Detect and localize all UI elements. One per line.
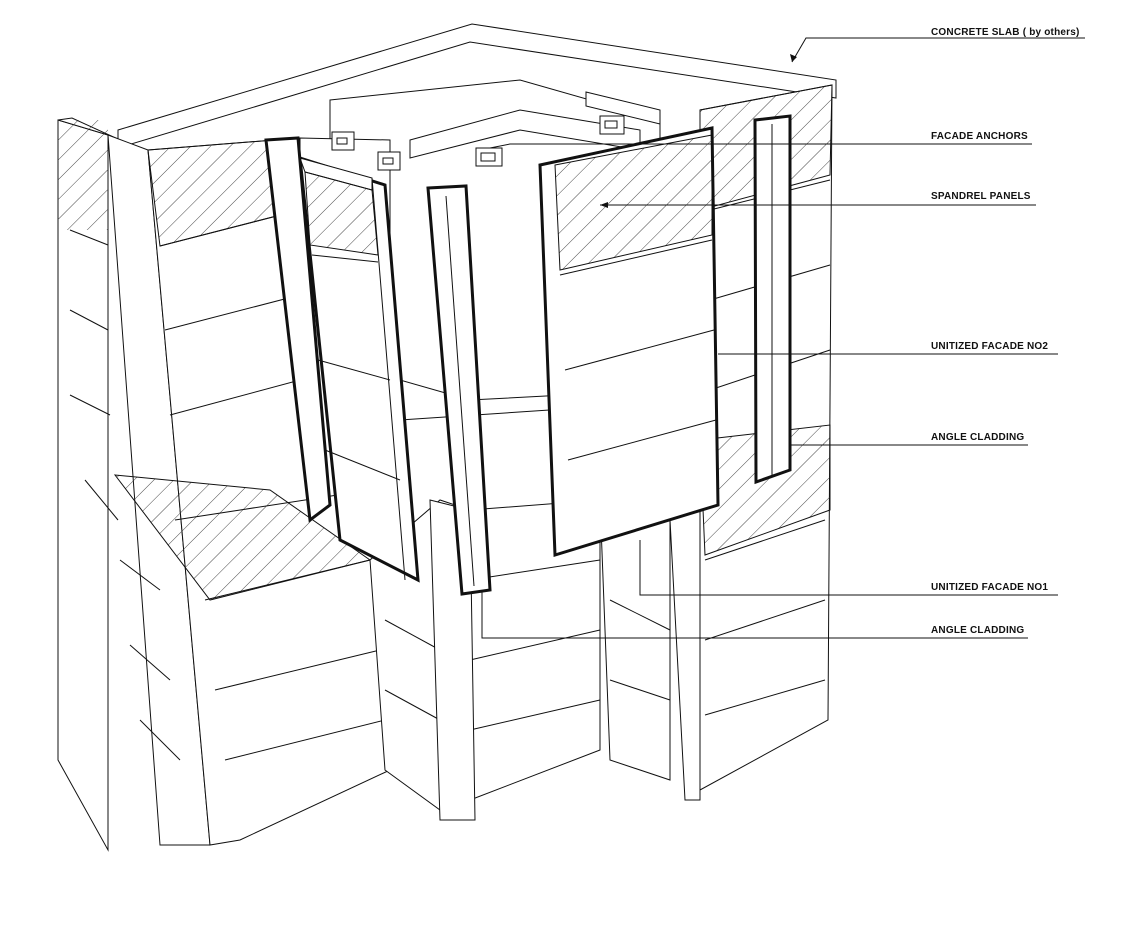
anchor-1: [331, 131, 355, 151]
label-unitized-facade-no1: UNITIZED FACADE NO1: [931, 582, 1049, 593]
anchor-2: [377, 151, 401, 171]
label-unitized-facade-no2: UNITIZED FACADE NO2: [931, 341, 1049, 352]
angle-cladding-center: [426, 184, 492, 596]
label-angle-cladding-lower: ANGLE CLADDING: [931, 625, 1025, 636]
angle-cladding-left: [264, 136, 332, 523]
label-angle-cladding-upper: ANGLE CLADDING: [931, 432, 1025, 443]
leader-facade-anchors: [489, 143, 1032, 149]
leader-angle-cladding-lower: [481, 590, 1028, 639]
leader-concrete-slab: [791, 37, 1085, 63]
anchor-4: [599, 115, 625, 135]
anchor-3: [475, 147, 503, 167]
label-spandrel-panels: SPANDREL PANELS: [931, 191, 1031, 202]
label-facade-anchors: FACADE ANCHORS: [931, 131, 1028, 142]
unitized-facade-no1: [298, 155, 420, 583]
label-concrete-slab: CONCRETE SLAB ( by others): [931, 27, 1080, 38]
far-left-panels: [69, 229, 181, 761]
facade-anchor-icons: [331, 115, 625, 171]
leader-unitized-no1: [639, 540, 1058, 596]
unitized-facade-no2: [538, 126, 720, 558]
leader-lines: [481, 37, 1085, 639]
leader-arrowheads: [600, 54, 797, 208]
angle-cladding-right: [753, 114, 792, 485]
